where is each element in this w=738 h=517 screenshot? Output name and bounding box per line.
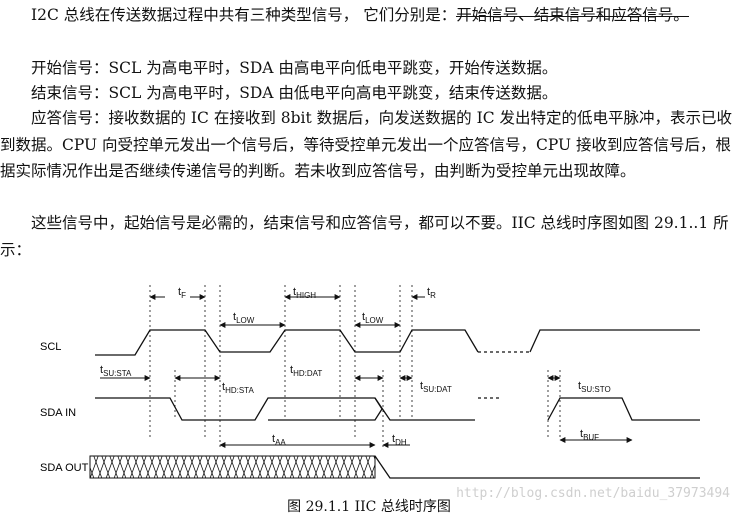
tsusta-label: tSU:STA bbox=[100, 364, 132, 378]
figure-caption: 图 29.1.1 IIC 总线时序图 bbox=[287, 499, 451, 515]
sda-in-cross bbox=[374, 397, 475, 421]
paragraph-signal-types-lead: I2C 总线在传送数据过程中共有三种类型信号， 它们分别是： bbox=[31, 6, 457, 24]
thigh-label: tHIGH bbox=[293, 286, 316, 300]
paragraph-start-signal: 开始信号：SCL 为高电平时，SDA 由高电平向低电平跳变，开始传送数据。 bbox=[31, 59, 558, 77]
sda-out-waveform bbox=[374, 455, 700, 479]
sda-in-label: SDA IN bbox=[40, 407, 76, 419]
tr-label: tR bbox=[427, 286, 436, 300]
paragraph-stop-signal: 结束信号：SCL 为高电平时，SDA 由低电平向高电平跳变，结束传送数据。 bbox=[31, 84, 558, 102]
paragraph-ack-signal: 应答信号：接收数据的 IC 在接收到 8bit 数据后，向发送数据的 IC 发出… bbox=[0, 109, 732, 180]
paragraph-signal-types: I2C 总线在传送数据过程中共有三种类型信号， 它们分别是：开始信号、结束信号和… bbox=[0, 2, 733, 29]
thddat-label: tHD:DAT bbox=[290, 364, 322, 378]
tdh-label: tDH bbox=[392, 433, 407, 447]
taa-label: tAA bbox=[272, 433, 286, 447]
tbuf-label: tBUF bbox=[580, 428, 599, 442]
tsusto-label: tSU:STO bbox=[578, 380, 611, 394]
scl-waveform-end bbox=[529, 329, 700, 353]
paragraph-signal-types-struck: 开始信号、结束信号和应答信号。 bbox=[456, 6, 689, 24]
paragraph-summary: 这些信号中，起始信号是必需的，结束信号和应答信号，都可以不要。IIC 总线时序图… bbox=[0, 214, 729, 259]
tlow1-label: tLOW bbox=[233, 311, 255, 325]
watermark-url: http://blog.csdn.net/baidu_37973494 bbox=[456, 486, 730, 501]
sda-in-waveform bbox=[95, 397, 383, 421]
thdsta-label: tHD:STA bbox=[222, 381, 254, 395]
sda-in-end bbox=[547, 397, 700, 421]
scl-waveform bbox=[95, 329, 479, 356]
tlow2-label: tLOW bbox=[362, 311, 384, 325]
tsudat-label: tSU:DAT bbox=[420, 380, 452, 394]
scl-label: SCL bbox=[40, 341, 61, 353]
timing-arrows bbox=[100, 294, 633, 448]
i2c-timing-diagram: SCL SDA IN SDA OUT bbox=[40, 285, 700, 479]
tf-label: tF bbox=[178, 286, 186, 300]
sda-out-hatch bbox=[89, 455, 376, 479]
sda-out-label: SDA OUT bbox=[40, 462, 89, 474]
reference-lines bbox=[149, 285, 561, 450]
